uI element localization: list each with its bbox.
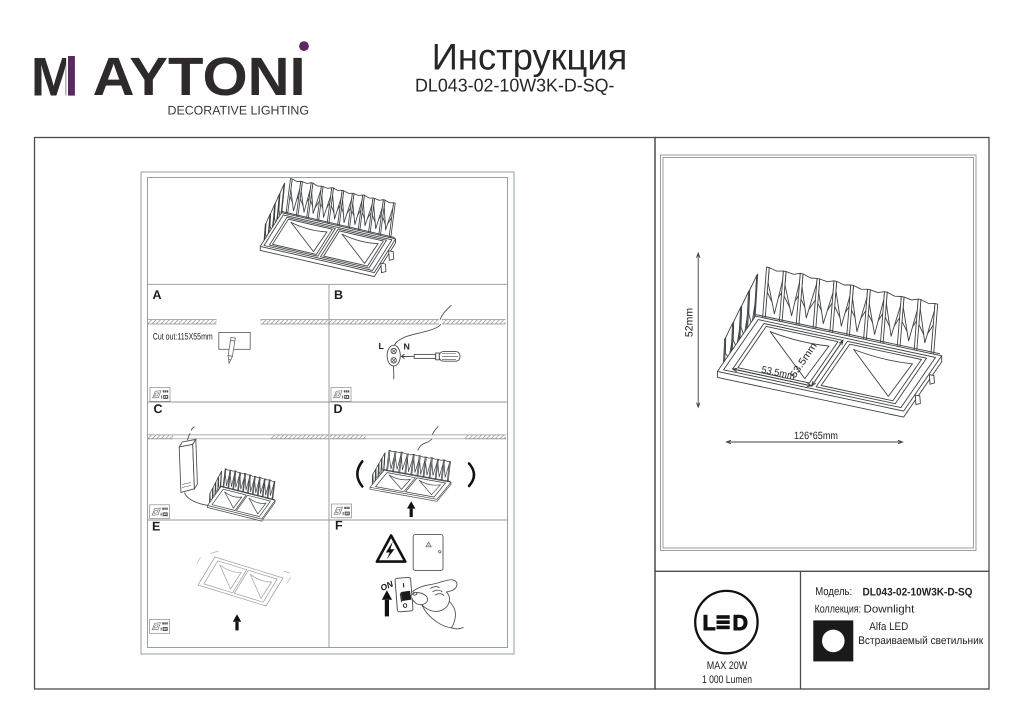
svg-text:DL043-02-10W3K-D-SQ: DL043-02-10W3K-D-SQ <box>863 586 973 598</box>
svg-text:F: F <box>335 519 343 533</box>
svg-text:D: D <box>733 611 749 635</box>
svg-text:1 000 Lumen: 1 000 Lumen <box>702 674 752 686</box>
svg-text:Downlight: Downlight <box>864 604 915 616</box>
svg-text:126*65mm: 126*65mm <box>794 430 838 442</box>
svg-text:C: C <box>154 402 163 416</box>
svg-text:DECORATIVE LIGHTING: DECORATIVE LIGHTING <box>168 104 310 118</box>
svg-text:MAX 20W: MAX 20W <box>707 660 748 672</box>
svg-text:52mm: 52mm <box>684 308 696 337</box>
svg-text:Коллекция:: Коллекция: <box>815 604 862 616</box>
svg-text:N: N <box>404 341 410 351</box>
svg-text:L: L <box>379 341 385 351</box>
svg-text:Alfa LED: Alfa LED <box>869 621 908 633</box>
svg-text:E: E <box>152 520 160 534</box>
svg-text:AYTONI: AYTONI <box>93 47 306 107</box>
svg-text:B: B <box>334 288 343 302</box>
svg-text:L: L <box>703 611 716 635</box>
svg-text:DL043-02-10W3K-D-SQ-: DL043-02-10W3K-D-SQ- <box>415 75 615 96</box>
svg-text:Модель:: Модель: <box>815 586 852 598</box>
svg-text:Встраиваемый светильник: Встраиваемый светильник <box>858 635 983 647</box>
svg-text:D: D <box>334 402 343 416</box>
svg-text:A: A <box>153 288 162 302</box>
svg-text:Инструкция: Инструкция <box>432 36 628 77</box>
svg-text:Cut out:115X55mm: Cut out:115X55mm <box>153 331 213 341</box>
